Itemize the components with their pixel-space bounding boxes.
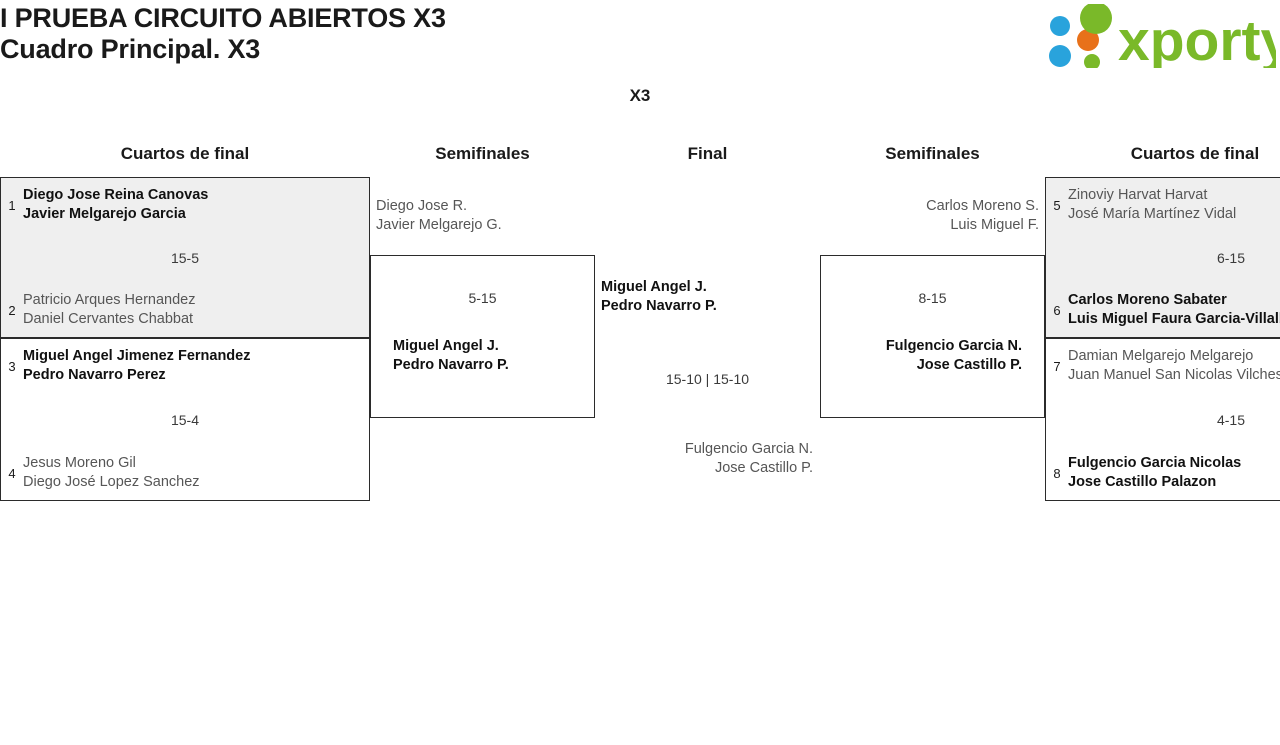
column-header-sf-left: Semifinales xyxy=(435,144,530,163)
player-1: Diego Jose R. xyxy=(376,198,468,214)
match-sf-left-team-bottom[interactable]: 0 Miguel Angel J. Pedro Navarro P. xyxy=(371,337,594,375)
svg-text:xporty: xporty xyxy=(1118,9,1276,68)
team-names: Fulgencio Garcia N. Jose Castillo P. xyxy=(821,337,1022,375)
match-sf-right-team-bottom[interactable]: Fulgencio Garcia N. Jose Castillo P. 0 xyxy=(821,337,1044,375)
player-2: Jose Castillo P. xyxy=(916,357,1022,373)
match-sf-right[interactable]: 8-15 Fulgencio Garcia N. Jose Castillo P… xyxy=(820,255,1045,418)
match-sf-right-score: 8-15 xyxy=(918,290,947,306)
player-1: Miguel Angel J. xyxy=(393,338,499,354)
page-title: I PRUEBA CIRCUITO ABIERTOS X3 Cuadro Pri… xyxy=(0,0,700,65)
seed-number: 1 xyxy=(8,198,16,213)
team-names: Jesus Moreno Gil Diego José Lopez Sanche… xyxy=(23,454,369,492)
seed-number: 8 xyxy=(1053,466,1061,481)
match-qf1-team-top[interactable]: 1 Diego Jose Reina Canovas Javier Melgar… xyxy=(1,186,369,224)
team-names: Patricio Arques Hernandez Daniel Cervant… xyxy=(23,291,369,329)
seed-number: 0 xyxy=(371,337,393,366)
column-header-qf-left: Cuartos de final xyxy=(120,144,250,163)
team-names: Miguel Angel J. Pedro Navarro P. xyxy=(393,337,594,375)
seed-number: 6 xyxy=(1053,303,1061,318)
player-1: Miguel Angel J. xyxy=(601,279,707,295)
team-names: Diego Jose Reina Canovas Javier Melgarej… xyxy=(23,186,369,224)
match-qf4-score: 4-15 xyxy=(1216,412,1246,428)
seed-number: 7 xyxy=(1053,359,1061,374)
match-qf1-team-bottom[interactable]: 2 Patricio Arques Hernandez Daniel Cerva… xyxy=(1,291,369,329)
player-1: Miguel Angel Jimenez Fernandez xyxy=(23,348,251,364)
match-qf2-team-bottom[interactable]: 4 Jesus Moreno Gil Diego José Lopez Sanc… xyxy=(1,454,369,492)
seed-number: 5 xyxy=(1053,198,1061,213)
player-1: Fulgencio Garcia N. xyxy=(684,441,813,457)
player-2: Pedro Navarro P. xyxy=(393,357,509,373)
player-2: Luis Miguel F. xyxy=(950,217,1039,233)
seed-number: 4 xyxy=(8,466,16,481)
match-final-team-left[interactable]: Miguel Angel J. Pedro Navarro P. xyxy=(601,278,717,316)
column-header-final: Final xyxy=(687,144,728,163)
player-1: Carlos Moreno S. xyxy=(926,198,1039,214)
player-2: Javier Melgarejo Garcia xyxy=(23,206,186,222)
match-sf-right-team-top[interactable]: Carlos Moreno S. Luis Miguel F. xyxy=(820,197,1039,235)
player-2: Daniel Cervantes Chabbat xyxy=(23,311,194,327)
player-1: Diego Jose Reina Canovas xyxy=(23,187,209,203)
match-qf2-team-top[interactable]: 3 Miguel Angel Jimenez Fernandez Pedro N… xyxy=(1,347,369,385)
match-qf1[interactable]: 1 Diego Jose Reina Canovas Javier Melgar… xyxy=(0,177,370,338)
player-1: Carlos Moreno Sabater xyxy=(1068,292,1227,308)
player-2: Juan Manuel San Nicolas Vilches xyxy=(1068,367,1280,383)
player-1: Damian Melgarejo Melgarejo xyxy=(1068,348,1254,364)
match-qf4[interactable]: 7 Damian Melgarejo Melgarejo Juan Manuel… xyxy=(1045,338,1280,501)
match-qf3-team-top[interactable]: 5 Zinoviy Harvat Harvat José María Martí… xyxy=(1046,186,1280,224)
draw-label: X3 xyxy=(629,86,651,105)
player-2: Javier Melgarejo G. xyxy=(376,217,502,233)
team-names: Damian Melgarejo Melgarejo Juan Manuel S… xyxy=(1068,347,1280,385)
match-final-score: 15-10 | 15-10 xyxy=(665,371,750,387)
team-names: Miguel Angel Jimenez Fernandez Pedro Nav… xyxy=(23,347,369,385)
player-2: José María Martínez Vidal xyxy=(1068,206,1237,222)
match-sf-left-score: 5-15 xyxy=(468,290,497,306)
player-2: Pedro Navarro P. xyxy=(601,298,717,314)
match-qf2[interactable]: 3 Miguel Angel Jimenez Fernandez Pedro N… xyxy=(0,338,370,501)
match-qf1-score: 15-5 xyxy=(170,250,200,266)
player-2: Luis Miguel Faura Garcia-Villalba xyxy=(1068,311,1280,327)
title-line-1: I PRUEBA CIRCUITO ABIERTOS X3 xyxy=(0,3,446,33)
match-sf-left-team-top[interactable]: Diego Jose R. Javier Melgarejo G. xyxy=(376,197,502,235)
seed-number: 2 xyxy=(8,303,16,318)
xporty-logo[interactable]: xporty xyxy=(1044,4,1276,68)
xporty-logo-icon: xporty xyxy=(1049,4,1276,68)
match-qf3-team-bottom[interactable]: 6 Carlos Moreno Sabater Luis Miguel Faur… xyxy=(1046,291,1280,329)
player-2: Jose Castillo P. xyxy=(714,460,813,476)
team-names: Zinoviy Harvat Harvat José María Martíne… xyxy=(1068,186,1280,224)
player-1: Zinoviy Harvat Harvat xyxy=(1068,187,1208,203)
player-2: Pedro Navarro Perez xyxy=(23,367,166,383)
team-names: Fulgencio Garcia Nicolas Jose Castillo P… xyxy=(1068,454,1280,492)
player-1: Fulgencio Garcia Nicolas xyxy=(1068,455,1242,471)
player-1: Jesus Moreno Gil xyxy=(23,455,136,471)
title-line-2: Cuadro Principal. X3 xyxy=(0,34,261,64)
match-qf4-team-bottom[interactable]: 8 Fulgencio Garcia Nicolas Jose Castillo… xyxy=(1046,454,1280,492)
seed-number: 0 xyxy=(1022,337,1044,366)
match-sf-left[interactable]: 5-15 0 Miguel Angel J. Pedro Navarro P. xyxy=(370,255,595,418)
player-2: Jose Castillo Palazon xyxy=(1068,474,1217,490)
player-1: Fulgencio Garcia N. xyxy=(885,338,1022,354)
player-1: Patricio Arques Hernandez xyxy=(23,292,196,308)
seed-number: 3 xyxy=(8,359,16,374)
match-qf4-team-top[interactable]: 7 Damian Melgarejo Melgarejo Juan Manuel… xyxy=(1046,347,1280,385)
match-qf2-score: 15-4 xyxy=(170,412,200,428)
match-qf3-score: 6-15 xyxy=(1216,250,1246,266)
team-names: Carlos Moreno Sabater Luis Miguel Faura … xyxy=(1068,291,1280,329)
match-qf3[interactable]: 5 Zinoviy Harvat Harvat José María Martí… xyxy=(1045,177,1280,338)
column-header-sf-right: Semifinales xyxy=(885,144,980,163)
column-header-qf-right: Cuartos de final xyxy=(1130,144,1260,163)
player-2: Diego José Lopez Sanchez xyxy=(23,474,200,490)
match-final-team-right[interactable]: Fulgencio Garcia N. Jose Castillo P. xyxy=(685,440,813,478)
